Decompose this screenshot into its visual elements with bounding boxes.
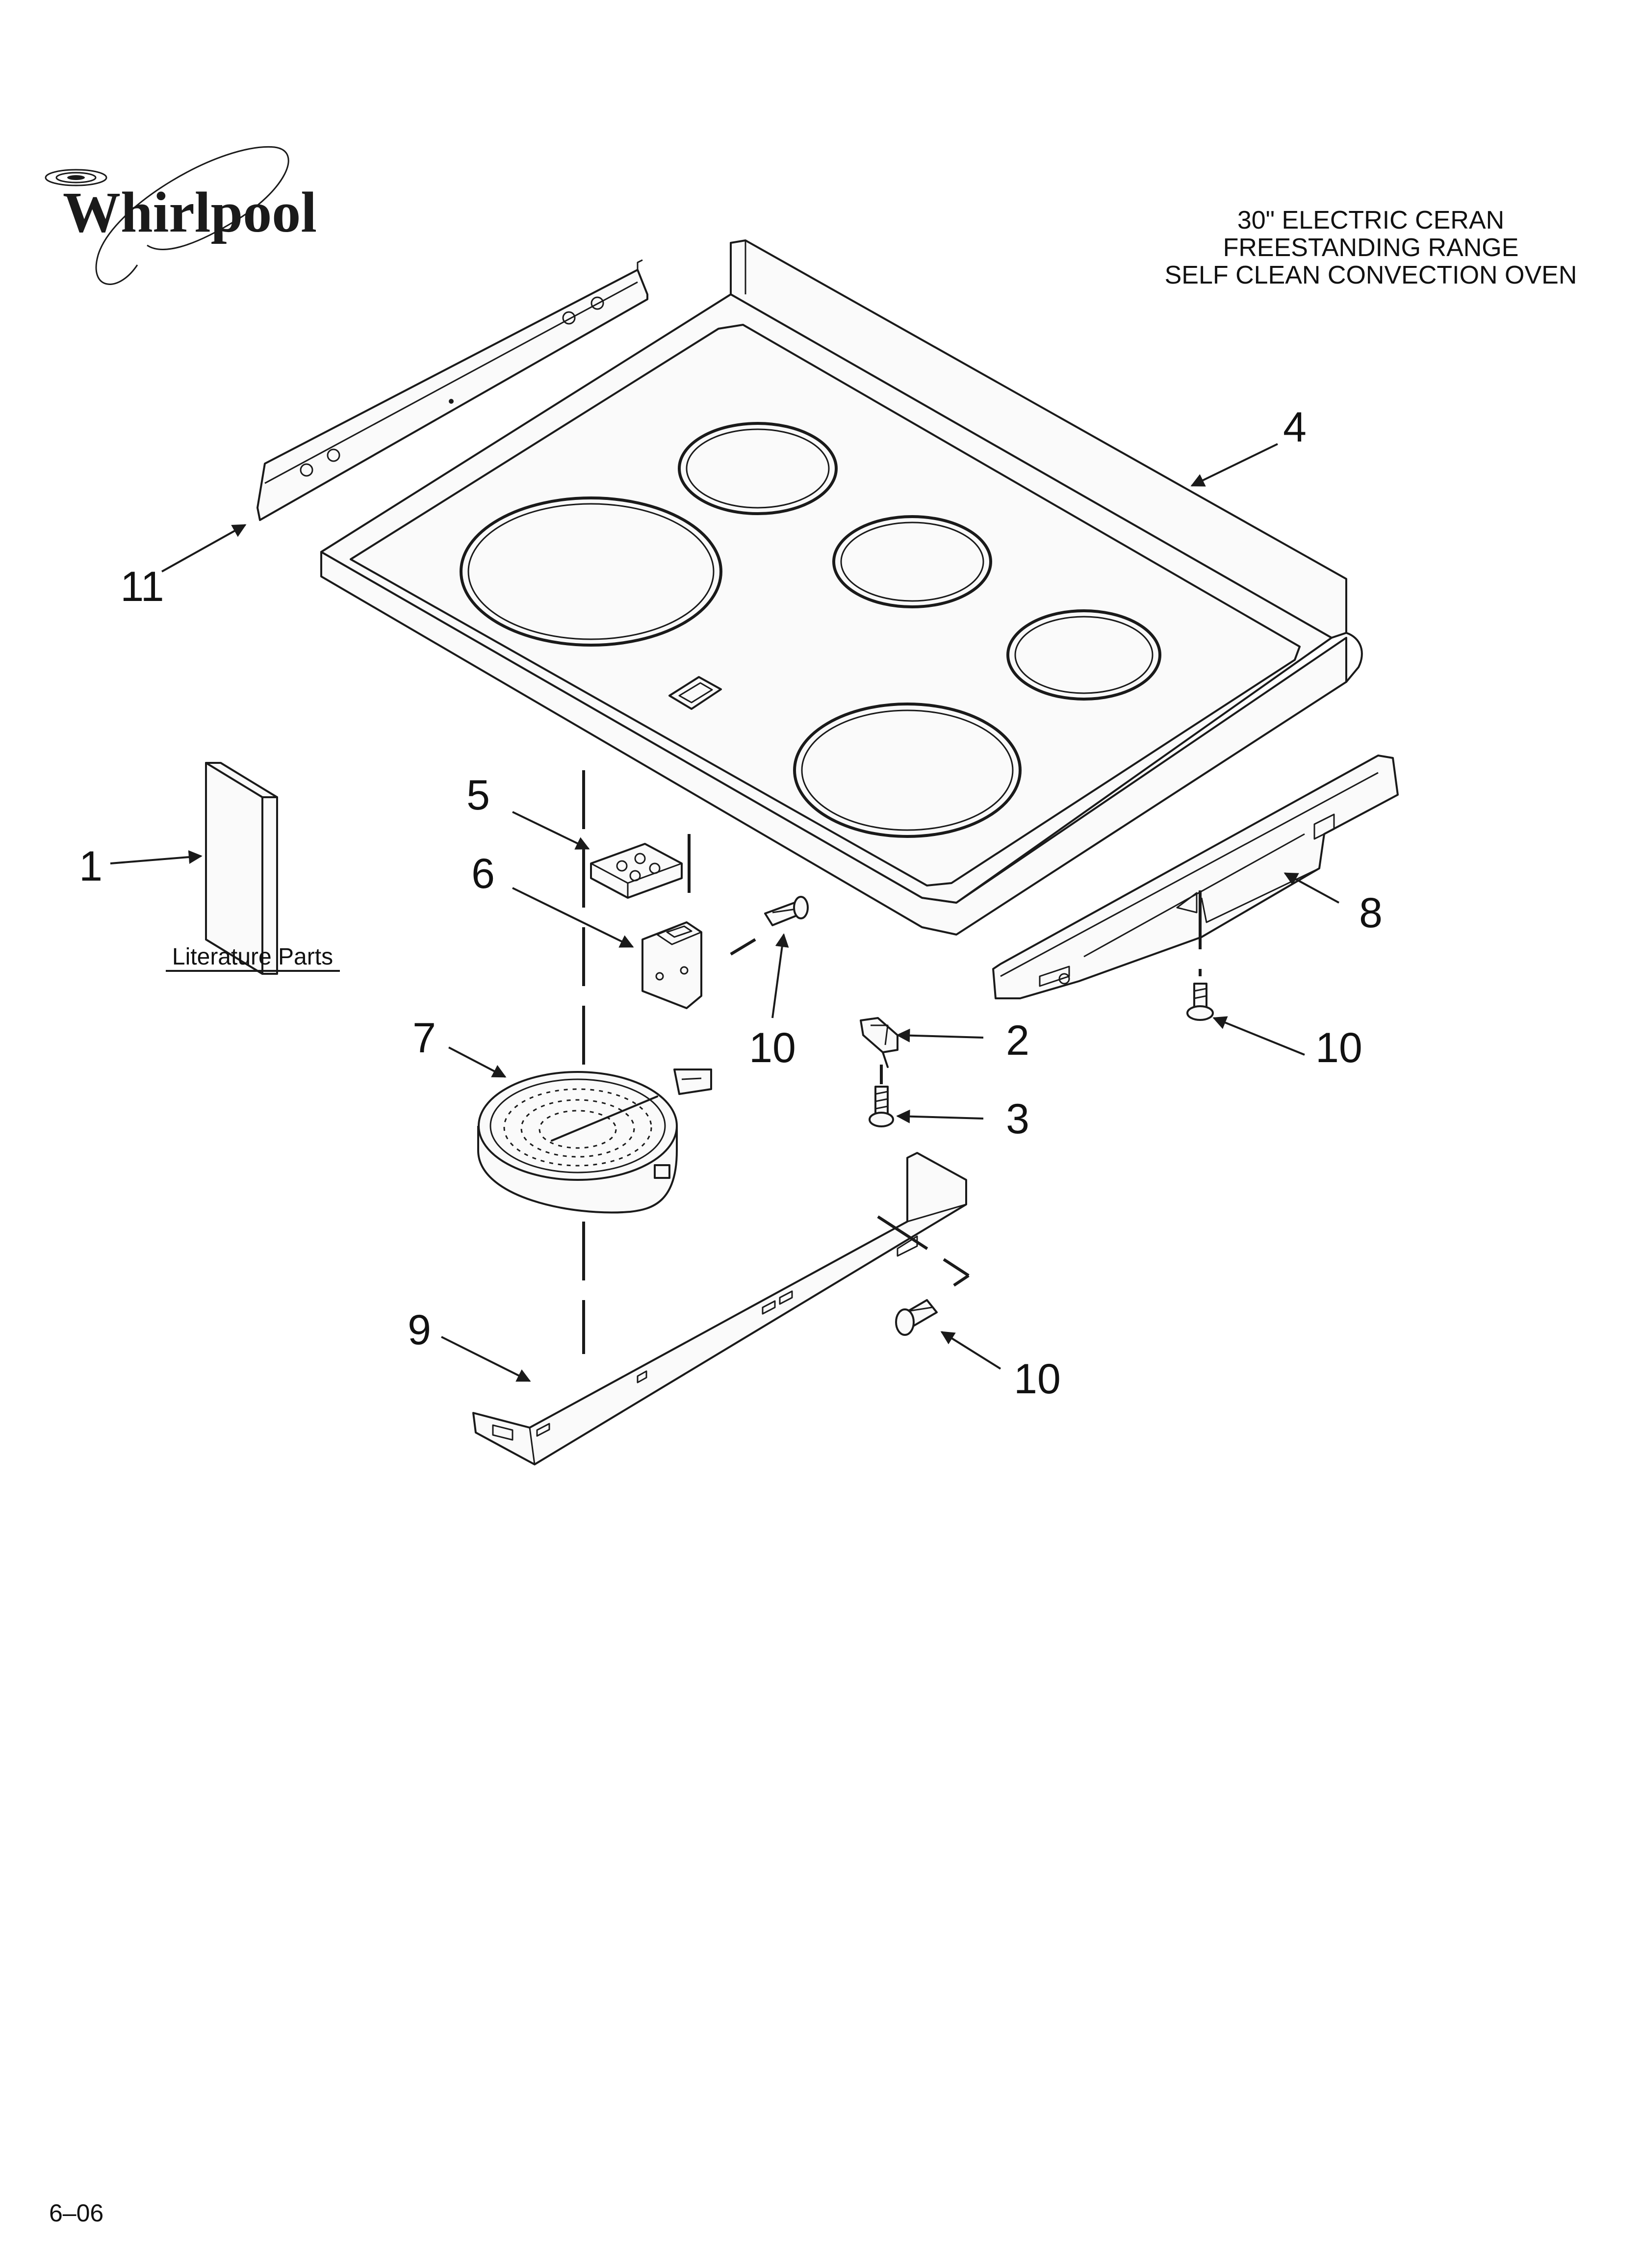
front-rail-part-9 — [472, 1152, 967, 1465]
callout-2: 2 — [1006, 1017, 1029, 1064]
leader-arrows — [110, 443, 1339, 1382]
callout-6: 6 — [471, 850, 495, 897]
rear-rail-part-11 — [257, 259, 648, 521]
callout-4: 4 — [1283, 404, 1307, 451]
callout-3: 3 — [1006, 1095, 1029, 1143]
revision-code: 6–06 — [49, 2199, 103, 2227]
literature-part-1: Literature Parts — [166, 762, 340, 975]
brand-name: Whirlpool — [63, 180, 317, 244]
callout-1: 1 — [79, 843, 103, 890]
callout-10-b: 10 — [1014, 1356, 1061, 1403]
burner-rear-left — [678, 422, 838, 515]
title-block: 30" ELECTRIC CERAN FREESTANDING RANGE SE… — [1165, 206, 1577, 289]
assembly-centerlines — [582, 770, 1202, 1354]
callout-7: 7 — [412, 1015, 436, 1062]
title-line-1: 30" ELECTRIC CERAN — [1237, 206, 1504, 235]
title-line-3: SELF CLEAN CONVECTION OVEN — [1165, 261, 1577, 289]
screw-part-10-b — [895, 1299, 938, 1336]
callout-5: 5 — [466, 772, 490, 819]
burner-front-left — [460, 496, 722, 647]
screw-part-10-a — [764, 896, 809, 926]
clip-part-2 — [860, 1017, 898, 1068]
callout-11: 11 — [120, 563, 164, 610]
burner-center — [832, 515, 992, 608]
title-line-2: FREESTANDING RANGE — [1223, 234, 1519, 262]
hot-surface-indicator — [668, 676, 722, 710]
screw-part-10-c — [1186, 983, 1214, 1021]
radiant-element-part-7 — [477, 1069, 712, 1214]
cooktop-part-4 — [320, 239, 1363, 936]
burner-front-right — [793, 703, 1022, 838]
burner-rear-right — [1006, 609, 1161, 701]
whirlpool-logo: Whirlpool — [45, 146, 317, 285]
callout-numbers: 11 4 1 5 6 10 2 3 8 10 7 9 10 — [79, 404, 1383, 1403]
swirl-icon — [45, 146, 289, 285]
terminal-block-part-5 — [590, 843, 683, 899]
bracket-part-6 — [641, 921, 702, 1009]
side-rail-part-8 — [992, 755, 1399, 999]
literature-label: Literature Parts — [172, 944, 333, 970]
callout-10-c: 10 — [1315, 1024, 1362, 1071]
callout-8: 8 — [1359, 889, 1383, 937]
callout-10-a: 10 — [749, 1024, 796, 1071]
screw-part-3 — [869, 1086, 894, 1127]
callout-9: 9 — [408, 1306, 431, 1354]
